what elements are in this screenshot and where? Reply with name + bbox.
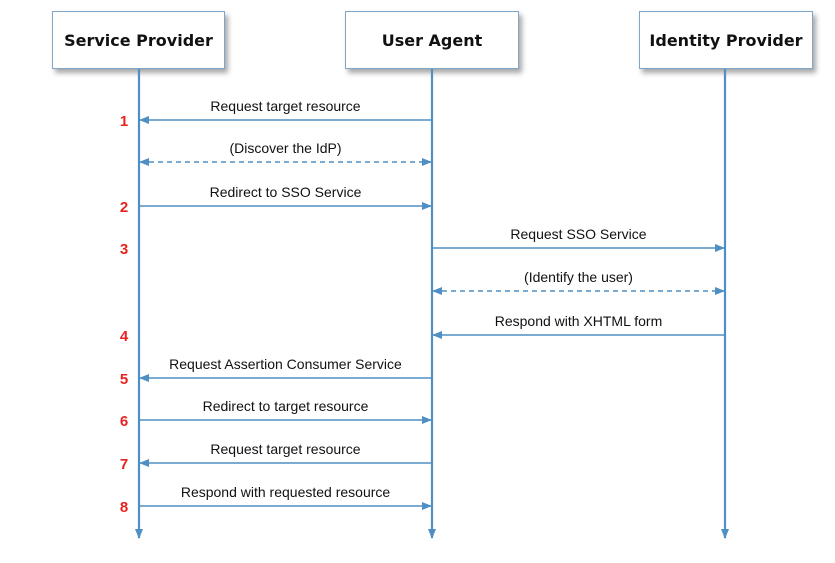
message-4: Request SSO Service 3 [120, 226, 725, 258]
step-number: 7 [120, 456, 128, 473]
message-2: (Discover the IdP) [139, 140, 432, 166]
message-10: Respond with requested resource 8 [120, 484, 432, 516]
message-label: Respond with XHTML form [495, 313, 663, 329]
message-label: Redirect to SSO Service [210, 184, 362, 200]
message-label: Redirect to target resource [203, 398, 369, 414]
message-8: Redirect to target resource 6 [120, 398, 432, 430]
message-label: Request SSO Service [510, 226, 646, 242]
message-1: Request target resource 1 [120, 98, 431, 130]
message-6: Respond with XHTML form 4 [120, 313, 724, 345]
message-5: (Identify the user) [432, 269, 725, 295]
actor-service-provider-label: Service Provider [64, 30, 213, 50]
actor-user-agent-label: User Agent [381, 30, 483, 50]
step-number: 2 [120, 199, 128, 216]
message-7: Request Assertion Consumer Service 5 [120, 356, 431, 388]
step-number: 3 [120, 241, 128, 258]
message-3: Redirect to SSO Service 2 [120, 184, 432, 216]
step-number: 6 [120, 413, 128, 430]
actor-identity-provider-label: Identity Provider [649, 30, 803, 50]
actor-service-provider: Service Provider [52, 11, 225, 69]
message-label: Request target resource [210, 98, 360, 114]
message-9: Request target resource 7 [120, 441, 431, 473]
actor-user-agent: User Agent [345, 11, 519, 69]
message-label: (Identify the user) [524, 269, 633, 285]
message-label: Request Assertion Consumer Service [169, 356, 402, 372]
message-label: (Discover the IdP) [229, 140, 341, 156]
step-number: 5 [120, 371, 128, 388]
message-label: Request target resource [210, 441, 360, 457]
message-label: Respond with requested resource [181, 484, 391, 500]
step-number: 4 [120, 328, 129, 345]
actor-identity-provider: Identity Provider [639, 11, 813, 69]
step-number: 8 [120, 499, 128, 516]
step-number: 1 [120, 113, 128, 130]
